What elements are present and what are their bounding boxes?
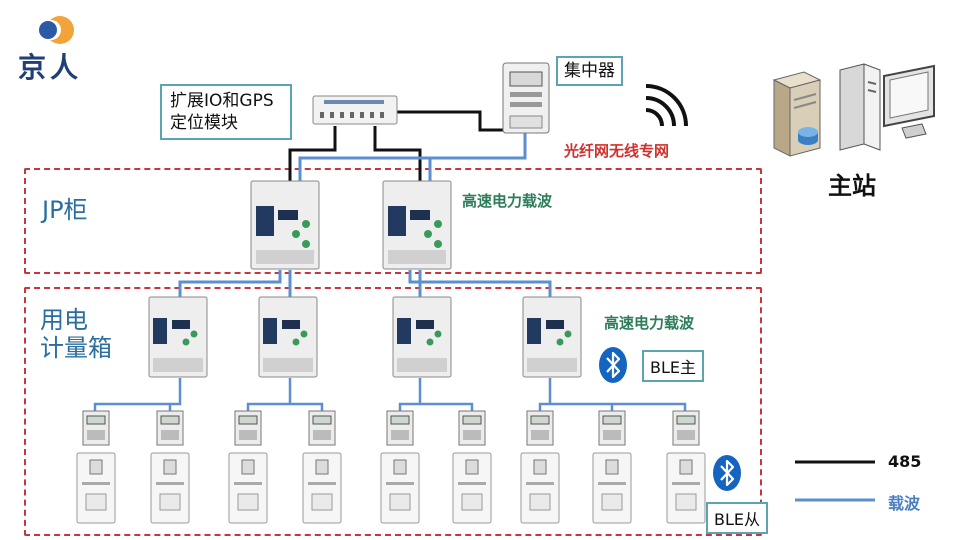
rs485-line xyxy=(395,110,508,132)
carrier-line xyxy=(298,132,527,185)
concentrator-label: 集中器 xyxy=(556,56,623,86)
carrier-line xyxy=(93,378,182,414)
carrier-line xyxy=(408,270,552,300)
metering-box-label: 用电 计量箱 xyxy=(40,306,112,362)
jp-terminal-2 xyxy=(382,180,452,270)
legend-485-label: 485 xyxy=(888,452,922,471)
carrier-label-top: 高速电力载波 xyxy=(462,192,553,210)
meter-icon xyxy=(308,410,336,446)
io-module-label: 扩展IO和GPS 定位模块 xyxy=(160,84,292,140)
jp-cabinet-label: JP柜 xyxy=(42,196,88,224)
meter-icon xyxy=(458,410,486,446)
bluetooth-slave-badge xyxy=(712,454,742,492)
breaker-icon xyxy=(380,452,420,524)
terminal-device-icon xyxy=(392,296,452,378)
meter-icon xyxy=(82,410,110,446)
carrier-line xyxy=(398,378,474,414)
meter-icon xyxy=(672,410,700,446)
terminal-device-icon xyxy=(250,180,320,270)
ble-slave-label: BLE从 xyxy=(706,502,769,534)
box-terminal-3 xyxy=(392,296,452,378)
metering-box-region xyxy=(24,287,762,536)
concentrator-meter-icon xyxy=(502,62,550,134)
box-terminal-1 xyxy=(148,296,208,378)
master-station: 主站 xyxy=(760,62,950,202)
logo: 京人 xyxy=(18,12,98,84)
carrier-line xyxy=(178,270,282,300)
box-terminal-4 xyxy=(522,296,582,378)
logo-mark-icon xyxy=(39,16,74,44)
breaker-icon xyxy=(302,452,342,524)
concentrator-device xyxy=(502,62,550,134)
breaker-icon xyxy=(592,452,632,524)
jp-cabinet-region xyxy=(24,168,762,274)
bluetooth-icon xyxy=(713,455,741,491)
io-module-icon xyxy=(312,95,398,125)
jp-terminal-1 xyxy=(250,180,320,270)
wireless-signal-icon xyxy=(645,84,688,127)
meter-icon xyxy=(234,410,262,446)
logo-text: 京人 xyxy=(18,51,83,84)
breaker-icon xyxy=(666,452,706,524)
terminal-device-icon xyxy=(258,296,318,378)
legend-carrier-label: 载波 xyxy=(888,494,921,513)
meter-icon xyxy=(598,410,626,446)
terminal-device-icon xyxy=(522,296,582,378)
fiber-wireless-label: 光纤网无线专网 xyxy=(564,142,670,160)
breaker-icon xyxy=(452,452,492,524)
rs485-line xyxy=(288,126,337,185)
terminal-device-icon xyxy=(382,180,452,270)
breaker-icon xyxy=(520,452,560,524)
carrier-line xyxy=(246,378,324,414)
meter-icon xyxy=(526,410,554,446)
ble-master-label: BLE主 xyxy=(642,350,705,382)
breaker-icon xyxy=(150,452,190,524)
breaker-icon xyxy=(76,452,116,524)
server-icon xyxy=(772,71,822,157)
meter-icon xyxy=(156,410,184,446)
box-terminal-2 xyxy=(258,296,318,378)
meter-icon xyxy=(386,410,414,446)
rs485-line xyxy=(373,126,422,185)
bluetooth-master-badge xyxy=(598,346,628,384)
desktop-computer-icon xyxy=(839,63,935,151)
bluetooth-icon xyxy=(599,347,627,383)
terminal-device-icon xyxy=(148,296,208,378)
carrier-label-mid: 高速电力载波 xyxy=(604,314,695,332)
breaker-icon xyxy=(228,452,268,524)
io-module-device xyxy=(312,94,398,126)
master-station-label: 主站 xyxy=(828,172,876,200)
